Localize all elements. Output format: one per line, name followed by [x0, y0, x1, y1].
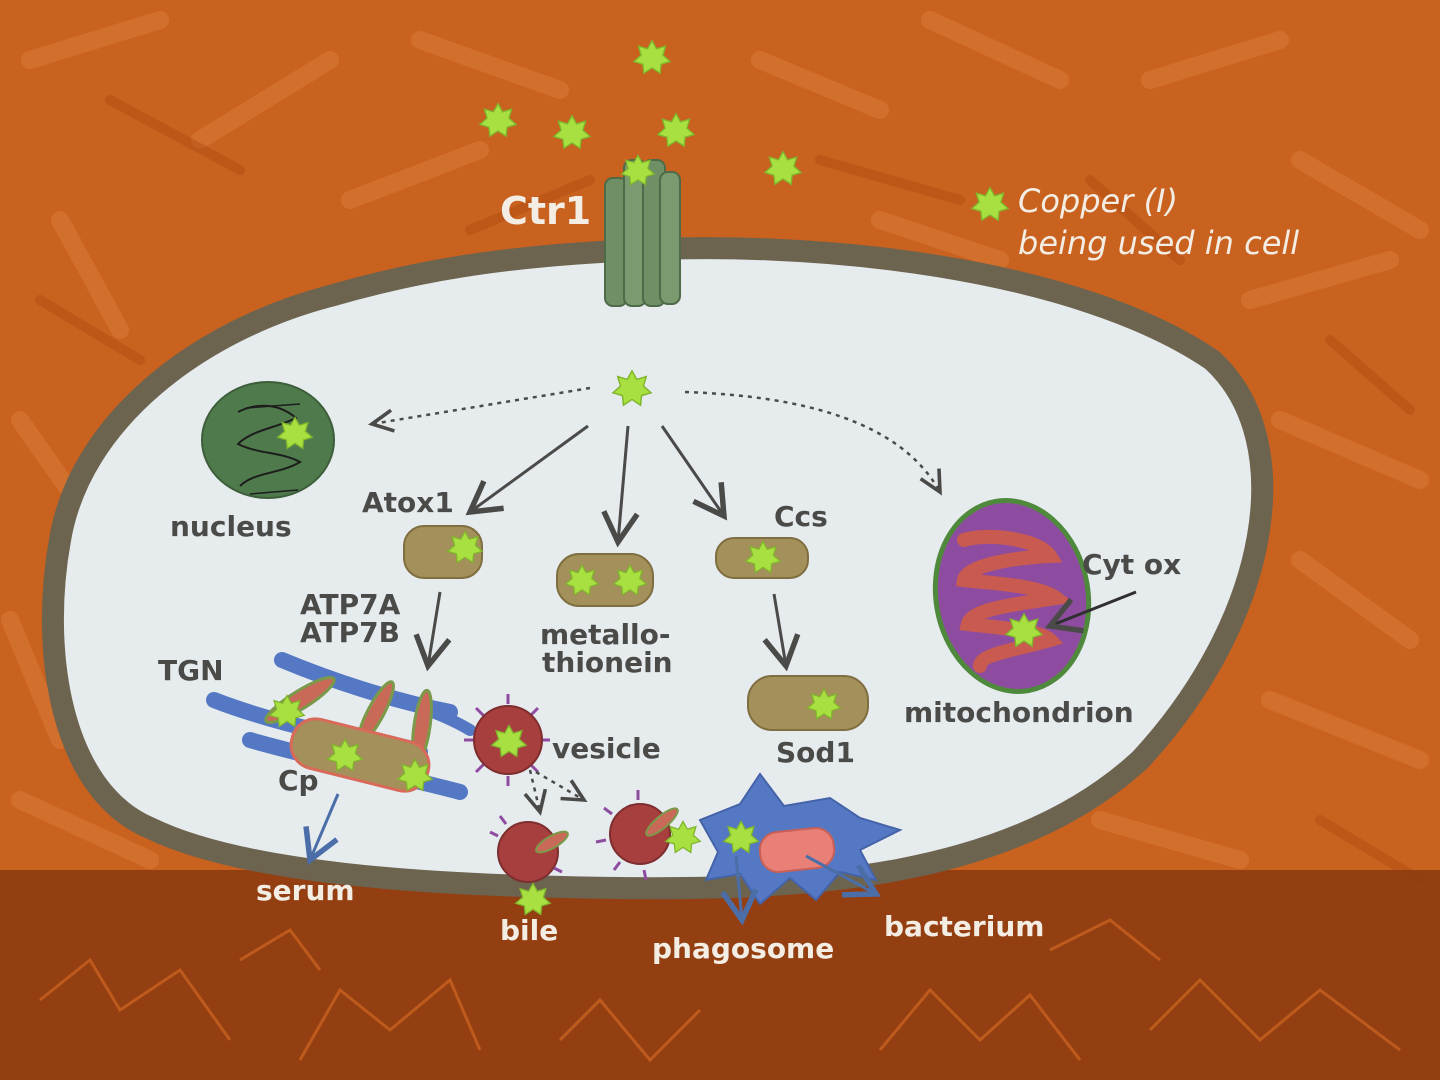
- metallothionein-label-2: thionein: [542, 646, 673, 679]
- phagosome-label: phagosome: [652, 932, 834, 965]
- nucleus-label: nucleus: [170, 510, 292, 543]
- bacterium-label: bacterium: [884, 910, 1044, 943]
- legend-line-1: Copper (I): [1018, 182, 1178, 220]
- bile-vesicle: [489, 815, 569, 883]
- atp7b-label: ATP7B: [300, 616, 400, 649]
- atox1-label: Atox1: [362, 486, 454, 519]
- legend-line-2: being used in cell: [1018, 224, 1299, 262]
- sod1-protein: [747, 675, 869, 731]
- mitochondrion: [932, 498, 1092, 694]
- mitochondrion-label: mitochondrion: [904, 696, 1134, 729]
- phagosome-vesicle: [595, 790, 701, 881]
- atp7a-label: ATP7A: [300, 588, 401, 621]
- serum-label: serum: [256, 874, 355, 907]
- cyt-ox-label: Cyt ox: [1082, 548, 1181, 581]
- vesicle: [464, 694, 550, 786]
- distribution-arrows: [368, 386, 942, 672]
- tgn-label: TGN: [158, 654, 224, 687]
- cp-label: Cp: [278, 764, 319, 797]
- ccs-label: Ccs: [774, 500, 828, 533]
- nucleus: [201, 381, 335, 499]
- metallothionein-label-1: metallo-: [540, 618, 671, 651]
- vesicle-label: vesicle: [552, 732, 661, 765]
- ctr1-transporter: [604, 159, 681, 307]
- sod1-label: Sod1: [776, 736, 855, 769]
- ceruloplasmin-protein: [289, 717, 431, 793]
- ctr1-label: Ctr1: [500, 189, 591, 233]
- bile-label: bile: [500, 914, 558, 947]
